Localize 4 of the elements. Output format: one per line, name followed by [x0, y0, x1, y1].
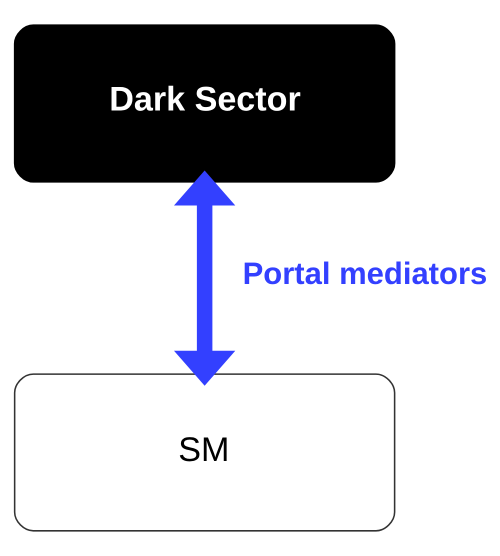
edge-label: Portal mediators [242, 256, 488, 292]
arrow [174, 170, 236, 386]
node-box: SM [14, 373, 396, 532]
node-box: Dark Sector [14, 24, 396, 183]
